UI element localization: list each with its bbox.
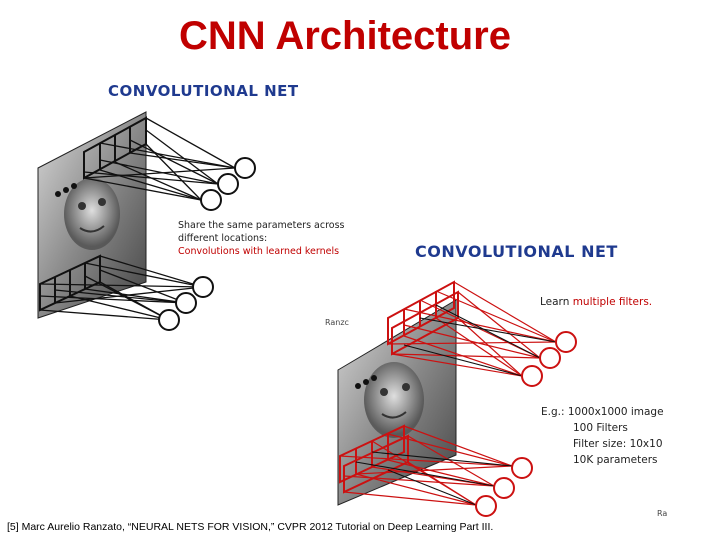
- neuron: [175, 292, 197, 314]
- example-line: 100 Filters: [573, 422, 628, 434]
- panel1-connections: [39, 117, 236, 321]
- neuron: [539, 347, 561, 369]
- example-line: 10K parameters: [573, 454, 658, 466]
- panel1-note-highlight: Convolutions with learned kernels: [178, 246, 340, 257]
- panel1-note: Share the same parameters across differe…: [178, 219, 345, 258]
- slide-title: CNN Architecture: [179, 14, 511, 58]
- example-line: E.g.: 1000x1000 image: [541, 406, 664, 418]
- learn-prefix: Learn: [540, 296, 573, 308]
- panel2-example: E.g.: 1000x1000 image 100 Filters Filter…: [541, 404, 664, 468]
- panel2-output-neurons: [475, 331, 577, 517]
- panel1-cut-label: Ranzc: [325, 318, 349, 327]
- neuron: [158, 309, 180, 331]
- panel1-heading: CONVOLUTIONAL NET: [108, 82, 299, 100]
- neuron: [555, 331, 577, 353]
- panel2-learn-note: Learn multiple filters.: [540, 296, 652, 309]
- panel1-dots-icon: [55, 183, 77, 197]
- neuron: [521, 365, 543, 387]
- neuron: [475, 495, 497, 517]
- citation: [5] Marc Aurelio Ranzato, “NEURAL NETS F…: [7, 521, 494, 533]
- panel2-cut-label: Ra: [657, 509, 668, 518]
- panel2-dots-icon: [355, 375, 377, 389]
- panel1-note-line: different locations:: [178, 233, 268, 244]
- panel2-connections-red: [339, 281, 557, 506]
- neuron: [192, 276, 214, 298]
- neuron: [200, 189, 222, 211]
- panel2-heading: CONVOLUTIONAL NET: [415, 242, 618, 261]
- learn-highlight: multiple filters.: [572, 296, 653, 308]
- neuron: [493, 477, 515, 499]
- panel1-output-neurons: [158, 157, 256, 331]
- example-line: Filter size: 10x10: [573, 438, 663, 450]
- neuron: [511, 457, 533, 479]
- neuron: [234, 157, 256, 179]
- panel2-connections-black: [355, 304, 557, 506]
- panel1-note-line: Share the same parameters across: [178, 220, 345, 231]
- neuron: [217, 173, 239, 195]
